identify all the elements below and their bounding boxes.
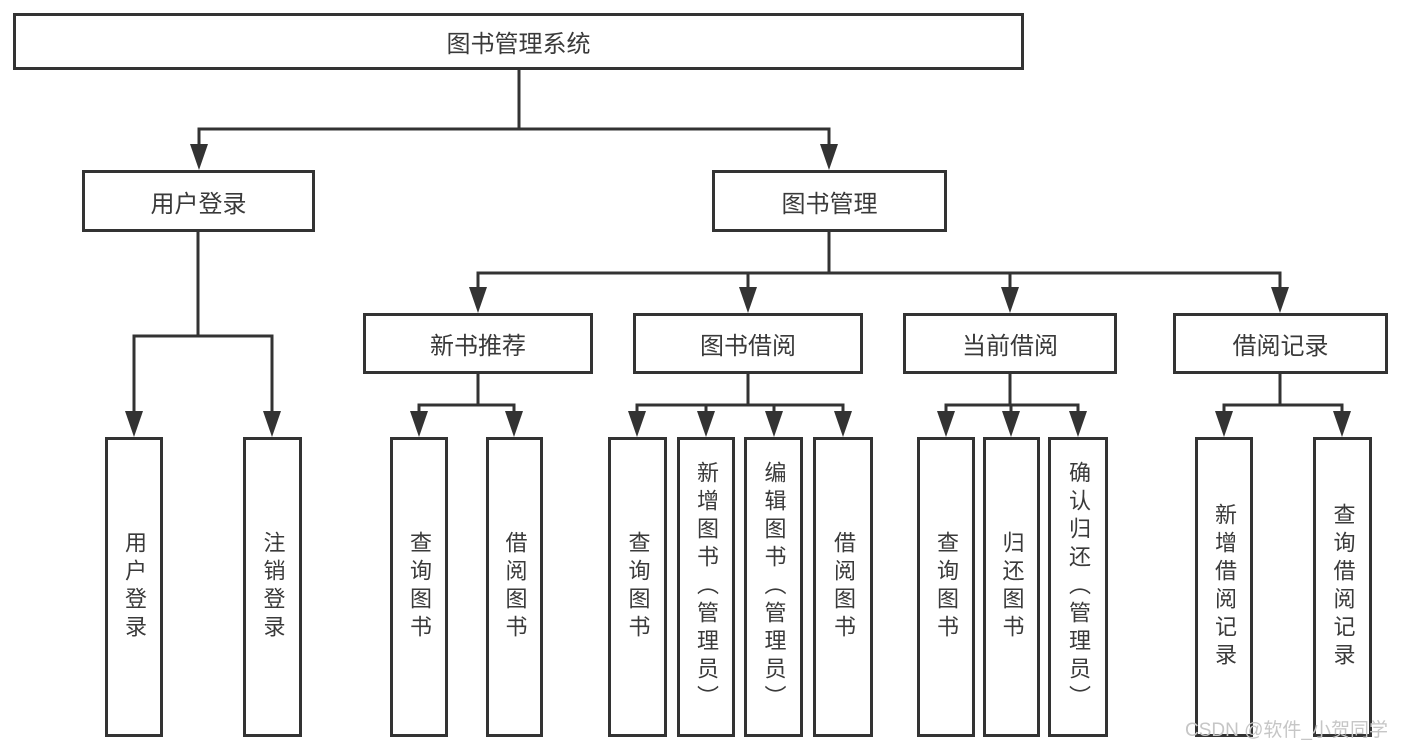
leaf-label: 用户登录 (122, 531, 147, 643)
leaf-query-books-borrowing: 查询图书 (608, 437, 667, 737)
node-book-borrowing: 图书借阅 (633, 313, 863, 374)
connector-borrowing-records-children (1215, 374, 1351, 437)
node-label: 当前借阅 (962, 333, 1058, 360)
leaf-borrow-books-borrowing: 借阅图书 (813, 437, 873, 737)
leaf-label: 新增图书（管理员） (694, 461, 719, 713)
leaf-query-books-recommend: 查询图书 (390, 437, 448, 737)
leaf-label: 查询图书 (934, 531, 959, 643)
connector-root-to-level1 (190, 70, 838, 170)
leaf-label: 归还图书 (999, 531, 1025, 643)
node-label: 图书管理 (781, 190, 878, 218)
leaf-label: 新增借阅记录 (1212, 503, 1237, 671)
connector-book-borrowing-children (628, 374, 852, 437)
leaf-label: 编辑图书（管理员） (761, 461, 787, 713)
leaf-label: 查询图书 (407, 531, 432, 643)
node-user-login: 用户登录 (82, 170, 315, 232)
leaf-label: 确认归还（管理员） (1066, 461, 1091, 713)
node-label: 图书管理系统 (446, 31, 591, 58)
leaf-query-borrow-record: 查询借阅记录 (1313, 437, 1372, 737)
leaf-confirm-return-admin: 确认归还（管理员） (1048, 437, 1108, 737)
leaf-edit-books-admin: 编辑图书（管理员） (744, 437, 803, 737)
connector-user-login-children (125, 232, 281, 437)
leaf-add-borrow-record: 新增借阅记录 (1195, 437, 1253, 737)
leaf-label: 借阅图书 (502, 531, 528, 643)
node-label: 新书推荐 (430, 333, 526, 360)
node-new-book-recommendation: 新书推荐 (363, 313, 593, 374)
leaf-query-books-current: 查询图书 (917, 437, 975, 737)
leaf-label: 查询图书 (625, 531, 651, 643)
node-book-management: 图书管理 (712, 170, 947, 232)
leaf-borrow-books-recommend: 借阅图书 (486, 437, 543, 737)
node-label: 图书借阅 (700, 333, 796, 360)
leaf-return-books: 归还图书 (983, 437, 1040, 737)
connector-current-borrowing-children (937, 374, 1087, 437)
leaf-label: 查询借阅记录 (1330, 503, 1356, 671)
connector-book-management-children (469, 232, 1289, 313)
csdn-watermark: CSDN @软件_小贺同学 (1185, 720, 1388, 741)
leaf-label: 借阅图书 (831, 531, 856, 643)
node-borrowing-records: 借阅记录 (1173, 313, 1388, 374)
node-library-management-system: 图书管理系统 (13, 13, 1024, 70)
leaf-add-books-admin: 新增图书（管理员） (677, 437, 735, 737)
leaf-logout: 注销登录 (243, 437, 302, 737)
leaf-user-login: 用户登录 (105, 437, 163, 737)
node-label: 借阅记录 (1232, 333, 1329, 360)
leaf-label: 注销登录 (260, 531, 286, 643)
node-current-borrowing: 当前借阅 (903, 313, 1117, 374)
connector-new-book-children (410, 374, 523, 437)
node-label: 用户登录 (150, 190, 247, 218)
